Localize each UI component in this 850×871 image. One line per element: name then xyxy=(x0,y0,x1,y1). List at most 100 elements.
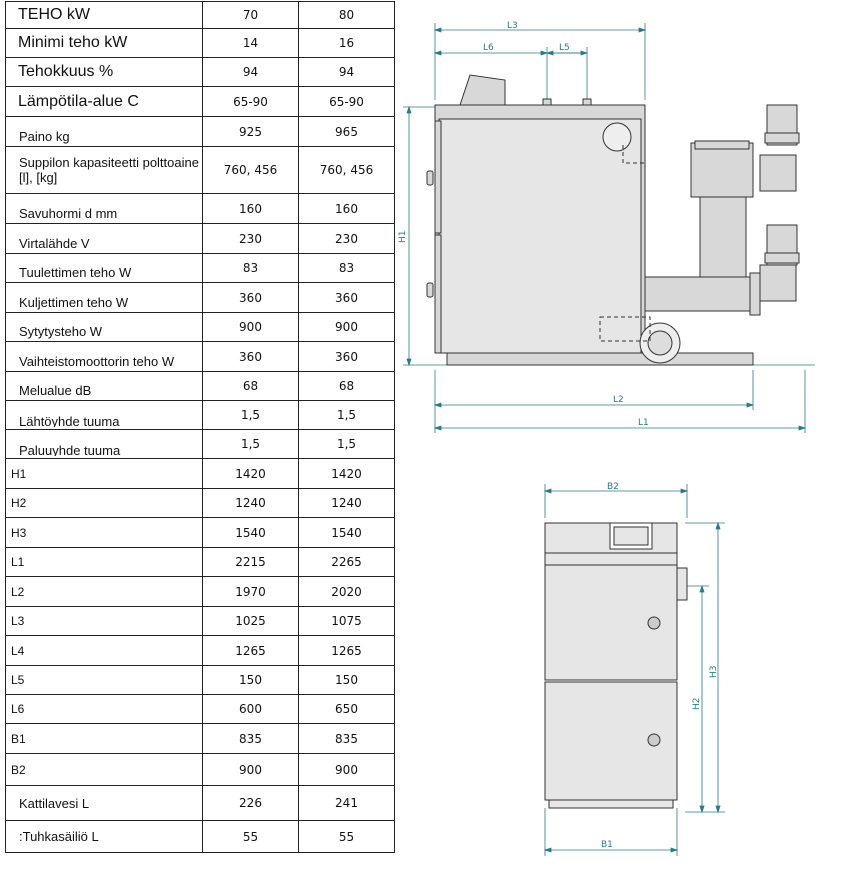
value-70kw: 835 xyxy=(202,723,299,754)
value-80kw: 650 xyxy=(298,694,395,724)
value-70kw: 760, 456 xyxy=(202,146,299,194)
value-80kw: 1,5 xyxy=(298,429,395,459)
row-label-text: Kattilavesi L xyxy=(19,795,90,811)
value-70kw: 2215 xyxy=(202,547,299,577)
value-80kw: 1075 xyxy=(298,606,395,636)
row-label-text: Tuulettimen teho W xyxy=(19,265,132,280)
row-label: Lähtöyhde tuuma xyxy=(5,400,203,430)
row-label-text: Suppilon kapasiteetti polttoaine [l], [k… xyxy=(19,155,199,185)
row-label-text: B2 xyxy=(11,762,26,777)
value-70kw: 900 xyxy=(202,753,299,786)
row-label-text: Minimi teho kW xyxy=(18,34,128,51)
value-80kw: 230 xyxy=(298,223,395,254)
value-80kw: 1,5 xyxy=(298,400,395,430)
value-70kw: 360 xyxy=(202,282,299,313)
value-70kw: 900 xyxy=(202,312,299,342)
boiler-side-body xyxy=(426,74,800,366)
row-label-text: Tehokkuus % xyxy=(18,63,114,80)
row-label-text: :Tuhkasäiliö L xyxy=(19,829,99,844)
row-label: Savuhormi d mm xyxy=(5,193,203,224)
row-label: H3 xyxy=(5,517,203,548)
value-80kw: 965 xyxy=(298,116,395,147)
row-label: Kuljettimen teho W xyxy=(5,282,203,313)
row-label: Minimi teho kW xyxy=(5,28,203,58)
row-label: H2 xyxy=(5,488,203,518)
boiler-front-body xyxy=(544,522,688,809)
row-label: Sytytysteho W xyxy=(5,312,203,342)
value-70kw: 68 xyxy=(202,371,299,401)
value-80kw: 360 xyxy=(298,282,395,313)
value-80kw: 1240 xyxy=(298,488,395,518)
value-80kw: 1420 xyxy=(298,458,395,489)
row-label-text: Paluuyhde tuuma xyxy=(19,443,121,456)
value-70kw: 150 xyxy=(202,665,299,695)
label-l2: L2 xyxy=(613,395,624,405)
value-80kw: 80 xyxy=(298,1,395,29)
row-label-text: Vaihteistomoottorin teho W xyxy=(19,354,175,369)
row-label: H1 xyxy=(5,458,203,489)
row-label-text: Sytytysteho W xyxy=(19,324,103,339)
value-70kw: 600 xyxy=(202,694,299,724)
row-label: Vaihteistomoottorin teho W xyxy=(5,341,203,372)
row-label: Lämpötila-alue C xyxy=(5,86,203,117)
row-label: Tuulettimen teho W xyxy=(5,253,203,283)
value-70kw: 94 xyxy=(202,57,299,87)
front-view-drawing: B2 B1 H3 H2 xyxy=(543,482,725,856)
value-80kw: 835 xyxy=(298,723,395,754)
row-label-text: L1 xyxy=(11,555,25,569)
value-70kw: 160 xyxy=(202,193,299,224)
value-70kw: 55 xyxy=(202,820,299,853)
row-label-text: H2 xyxy=(11,496,27,510)
row-label-text: L5 xyxy=(11,673,25,687)
row-label: Kattilavesi L xyxy=(5,785,203,821)
value-70kw: 1420 xyxy=(202,458,299,489)
row-label: L4 xyxy=(5,635,203,666)
value-70kw: 226 xyxy=(202,785,299,821)
value-80kw: 900 xyxy=(298,753,395,786)
side-view-drawing: L3 L6 L5 H1 L2 L1 xyxy=(398,21,815,433)
row-label: L1 xyxy=(5,547,203,577)
row-label: B2 xyxy=(5,753,203,786)
value-70kw: 70 xyxy=(202,1,299,29)
label-l5: L5 xyxy=(559,43,570,53)
label-b2: B2 xyxy=(607,482,619,492)
value-70kw: 230 xyxy=(202,223,299,254)
row-label: Virtalähde V xyxy=(5,223,203,254)
row-label-text: L6 xyxy=(11,702,25,716)
value-70kw: 1,5 xyxy=(202,400,299,430)
value-80kw: 900 xyxy=(298,312,395,342)
row-label-text: Virtalähde V xyxy=(19,236,90,251)
row-label: L5 xyxy=(5,665,203,695)
value-80kw: 360 xyxy=(298,341,395,372)
value-80kw: 2020 xyxy=(298,576,395,607)
value-70kw: 1,5 xyxy=(202,429,299,459)
value-80kw: 2265 xyxy=(298,547,395,577)
label-h1: H1 xyxy=(398,231,408,244)
value-80kw: 150 xyxy=(298,665,395,695)
label-h2: H2 xyxy=(692,698,702,711)
row-label: Suppilon kapasiteetti polttoaine [l], [k… xyxy=(5,146,203,194)
row-label-text: Lämpötila-alue C xyxy=(18,92,139,110)
row-label-text: Lähtöyhde tuuma xyxy=(19,414,120,427)
row-label-text: L2 xyxy=(11,584,25,599)
row-label-text: TEHO kW xyxy=(18,6,90,23)
row-label: Paino kg xyxy=(5,116,203,147)
